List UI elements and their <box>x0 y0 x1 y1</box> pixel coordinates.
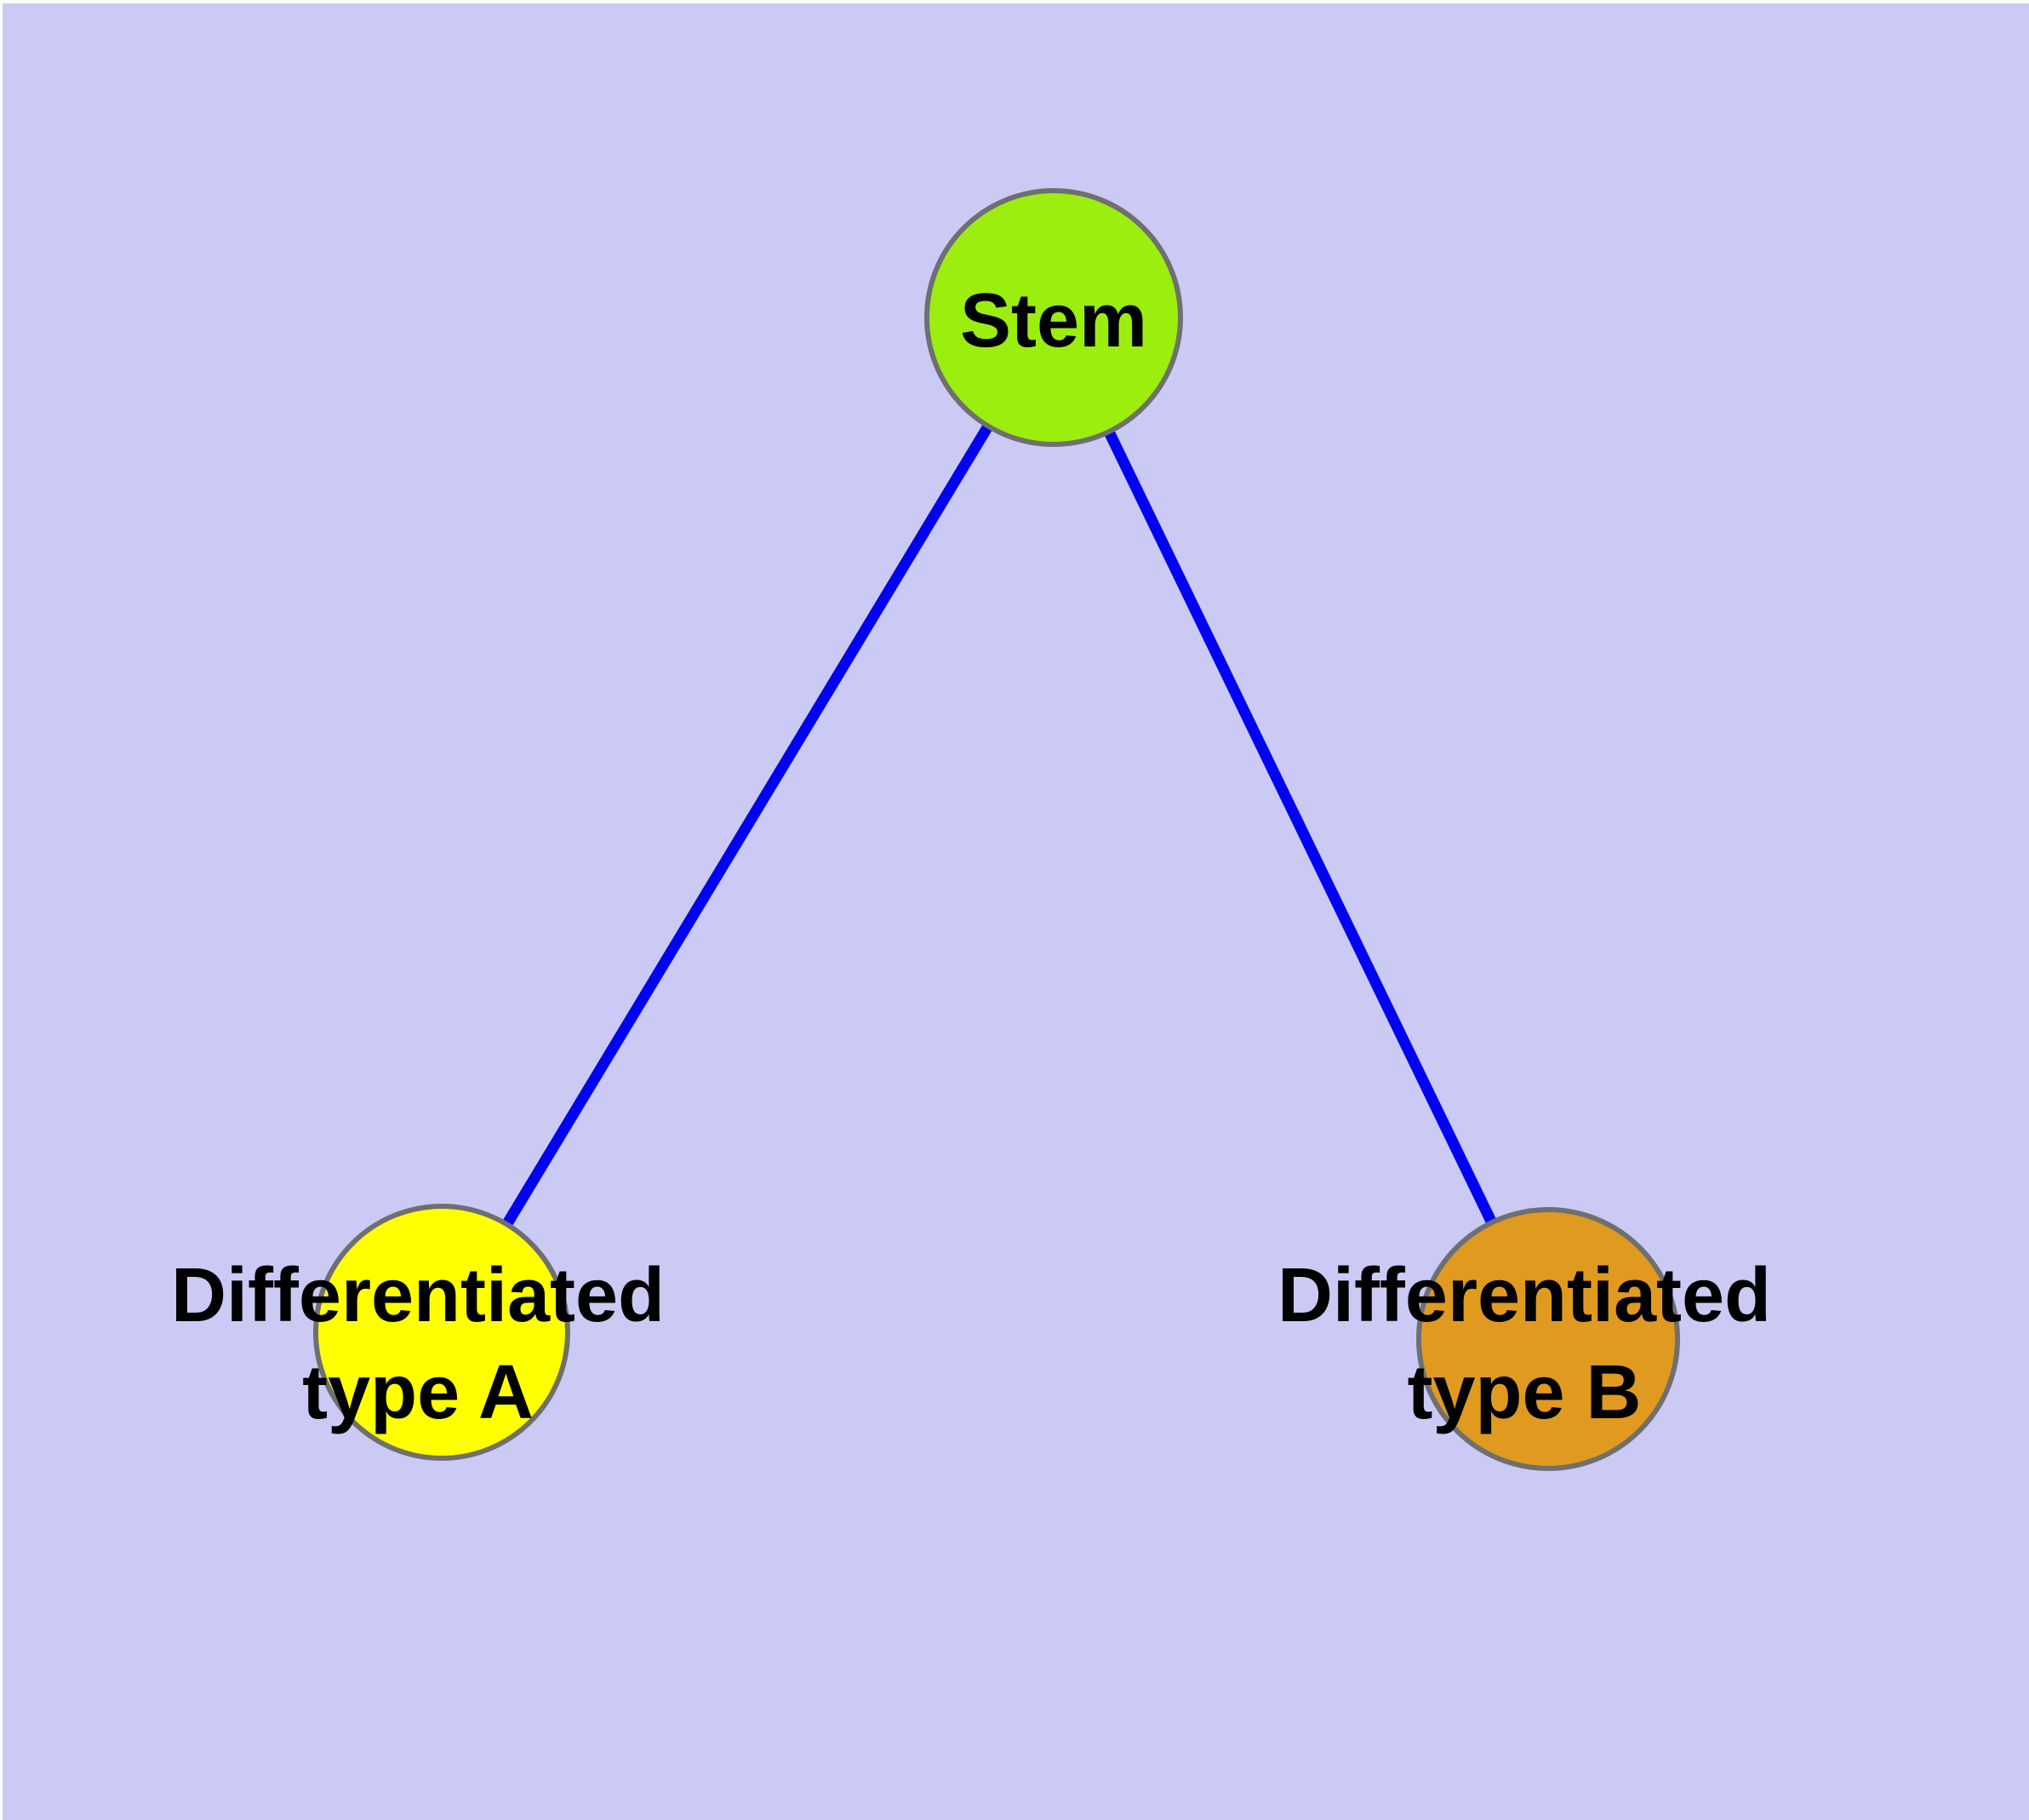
node-type-a-circle <box>313 1204 570 1461</box>
node-stem: Stem <box>924 188 1183 447</box>
node-type-b-label-line1: Differentiated <box>1277 1253 1771 1338</box>
node-type-a-label-line1: Differentiated <box>171 1253 665 1338</box>
edge-stem-to-type-a <box>437 314 1059 1336</box>
node-stem-label: Stem <box>960 278 1147 363</box>
node-type-a-label: Differentiated type A <box>171 1253 665 1435</box>
edge-stem-to-type-b <box>1049 315 1553 1342</box>
node-differentiated-type-b: Differentiated type B <box>1277 1207 1771 1471</box>
node-type-b-label-line2: type B <box>1407 1350 1641 1435</box>
node-differentiated-type-a: Differentiated type A <box>171 1204 665 1461</box>
node-type-b-label: Differentiated type B <box>1277 1253 1771 1435</box>
node-stem-circle <box>924 188 1183 447</box>
edges <box>437 314 1553 1342</box>
node-type-a-label-line2: type A <box>302 1350 534 1435</box>
node-type-b-circle <box>1416 1207 1680 1471</box>
